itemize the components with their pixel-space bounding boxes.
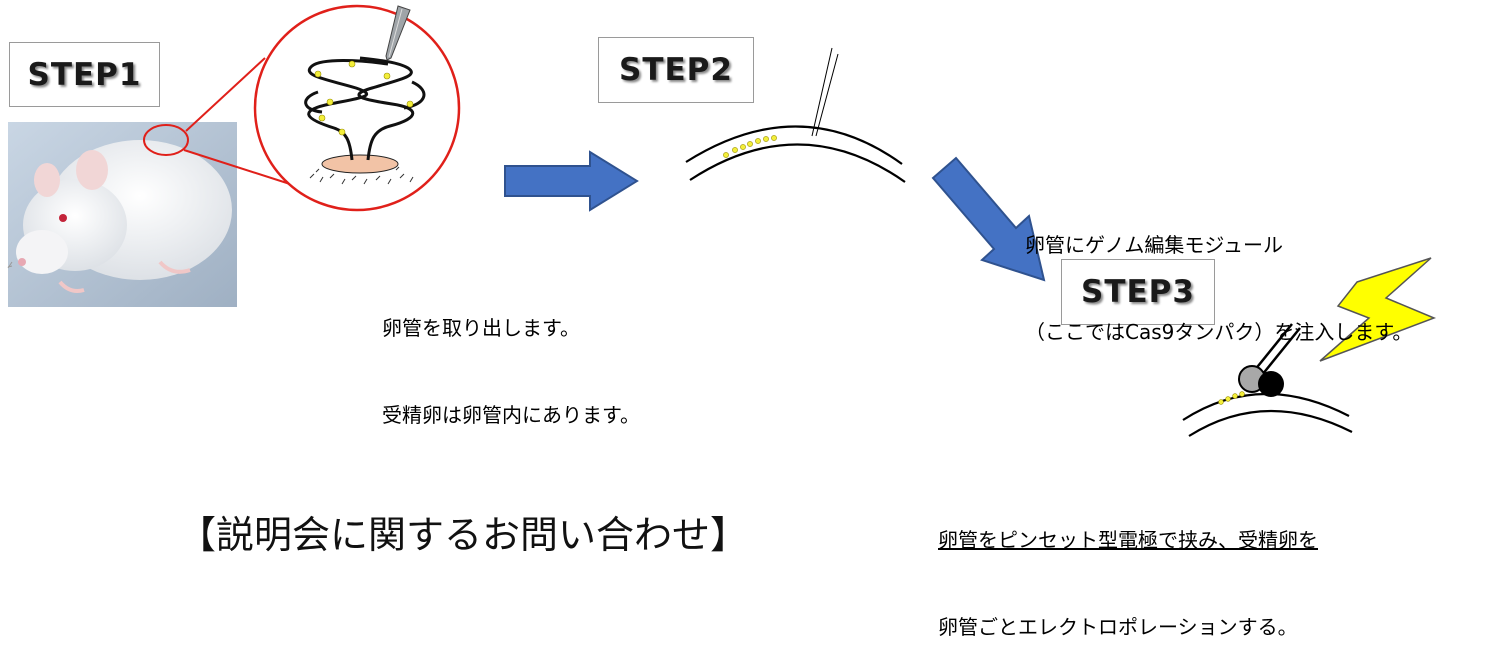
fertilized-eggs-step2 bbox=[723, 135, 777, 158]
step2-caption: 卵管を取り出します。 受精卵は卵管内にあります。 bbox=[382, 256, 640, 459]
arrow-down-right bbox=[931, 156, 1046, 282]
needle-icon bbox=[385, 5, 411, 61]
needle-icon bbox=[811, 47, 839, 137]
step1-label: STEP1 bbox=[9, 42, 160, 107]
zoom-callout bbox=[143, 57, 291, 185]
rat-photo bbox=[7, 122, 237, 307]
oviduct-step2 bbox=[685, 125, 906, 183]
step3-label: STEP3 bbox=[1061, 259, 1215, 325]
magnify-circle bbox=[253, 4, 461, 212]
injection-caption-line2: （ここではCas9タンパク）を注入します。 bbox=[1025, 320, 1413, 344]
arrow-right bbox=[504, 150, 639, 212]
step2-caption-line1: 卵管を取り出します。 bbox=[382, 316, 580, 340]
step3-caption: 卵管をピンセット型電極で挟み、受精卵を 卵管ごとエレクトロポレーションする。 bbox=[938, 468, 1318, 671]
step3-caption-line2: 卵管ごとエレクトロポレーションする。 bbox=[938, 615, 1298, 639]
diagram-canvas bbox=[7, 4, 1437, 437]
lightning-icon bbox=[1319, 257, 1437, 362]
injection-caption: 卵管にゲノム編集モジュール （ここではCas9タンパク）を注入します。 bbox=[1025, 173, 1412, 376]
contact-heading: 【説明会に関するお問い合わせ】 bbox=[178, 513, 749, 557]
step2-caption-line2: 受精卵は卵管内にあります。 bbox=[382, 403, 640, 427]
oviduct-step3 bbox=[1182, 392, 1353, 437]
injection-caption-line1: 卵管にゲノム編集モジュール bbox=[1025, 233, 1283, 257]
step2-label: STEP2 bbox=[598, 37, 754, 103]
electrode-icon bbox=[1238, 323, 1301, 397]
step3-caption-line1: 卵管をピンセット型電極で挟み、受精卵を bbox=[938, 528, 1318, 552]
fertilized-eggs-step3 bbox=[1218, 391, 1245, 405]
